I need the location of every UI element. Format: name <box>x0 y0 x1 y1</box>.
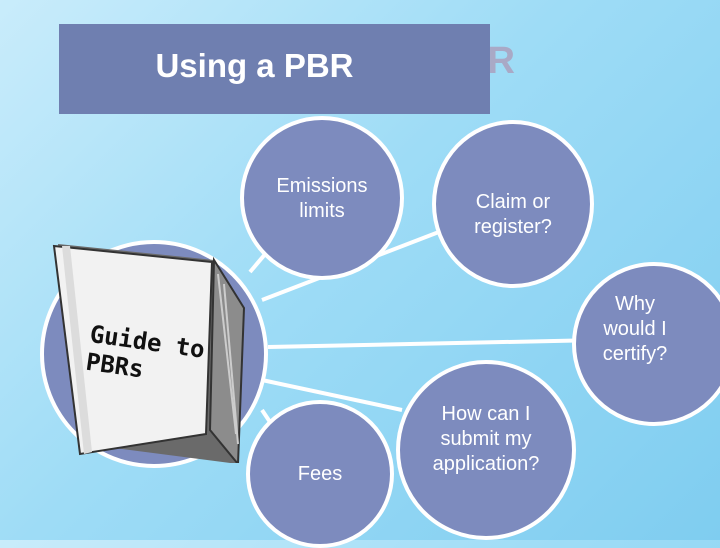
slide-title: Using a PBR <box>155 47 354 84</box>
connector-certify <box>267 338 601 349</box>
node-submit-label: How can I submit my application? <box>432 403 540 475</box>
book-icon[interactable] <box>40 238 280 463</box>
node-fees-label: Fees <box>297 463 343 485</box>
node-certify-label: Why would I certify? <box>602 293 668 365</box>
title-box: Using a PBR <box>59 24 490 114</box>
node-certify[interactable]: Why would I certify? <box>572 262 720 426</box>
node-submit-application[interactable]: How can I submit my application? <box>396 360 576 540</box>
node-fees[interactable]: Fees <box>246 400 394 548</box>
node-emissions-limits[interactable]: Emissions limits <box>240 116 404 280</box>
node-claim-register[interactable]: Claim or register? <box>432 120 594 288</box>
connector-submit <box>261 378 403 412</box>
node-claim-label: Claim or register? <box>474 191 552 238</box>
node-emissions-label: Emissions limits <box>276 175 368 222</box>
